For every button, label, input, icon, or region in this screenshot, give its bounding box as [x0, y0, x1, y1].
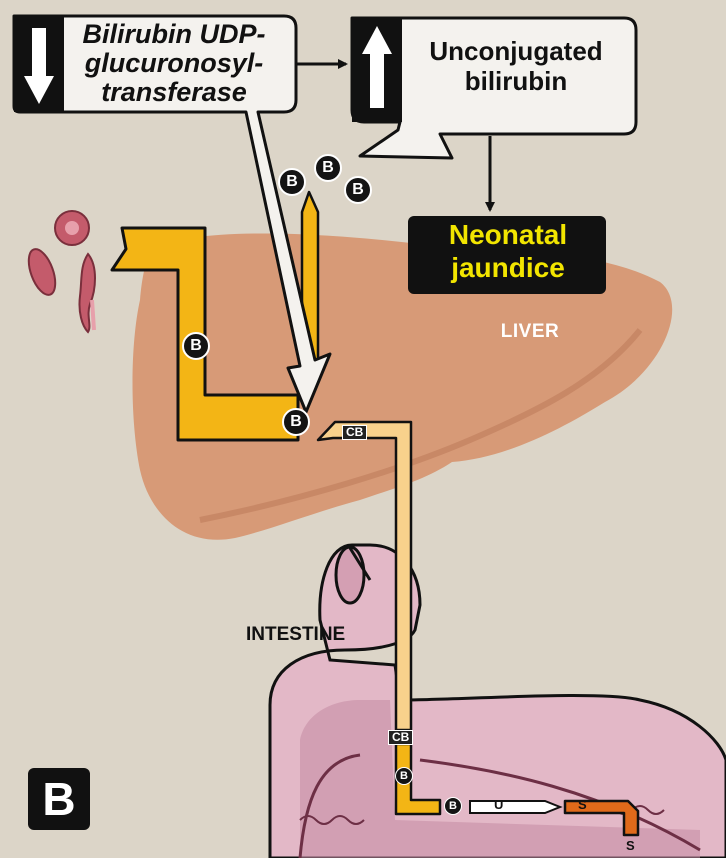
bilirubin-label-line1: Unconjugated: [400, 36, 632, 66]
bilirubin-marker: B: [314, 154, 342, 182]
liver-label: LIVER: [470, 321, 590, 343]
intestine-label: INTESTINE: [246, 624, 345, 646]
enzyme-label-line1: Bilirubin UDP-: [66, 20, 282, 49]
bilirubin-marker: B: [278, 168, 306, 196]
stercobilin-tag: S: [578, 797, 587, 812]
bilirubin-marker: B: [182, 332, 210, 360]
urobilinogen-tag: U: [494, 797, 503, 812]
enzyme-label-line3: transferase: [66, 78, 282, 107]
jaundice-label-line2: jaundice: [410, 251, 606, 284]
stercobilin-tag: S: [626, 838, 635, 853]
panel-letter: B: [28, 768, 90, 830]
enzyme-label-line2: glucuronosyl-: [66, 49, 282, 78]
enzyme-label: Bilirubin UDP- glucuronosyl- transferase: [66, 20, 282, 107]
urobilinogen-pathway: [470, 801, 560, 813]
bilirubin-marker: B: [344, 176, 372, 204]
bilirubin-label: Unconjugated bilirubin: [400, 36, 632, 96]
conjugated-bilirubin-tag: CB: [342, 425, 367, 440]
bilirubin-marker: B: [395, 767, 413, 785]
conjugated-bilirubin-tag: CB: [388, 730, 413, 745]
jaundice-label: Neonatal jaundice: [410, 218, 606, 284]
jaundice-label-line1: Neonatal: [410, 218, 606, 251]
bilirubin-marker: B: [444, 797, 462, 815]
bilirubin-marker: B: [282, 408, 310, 436]
bilirubin-label-line2: bilirubin: [400, 66, 632, 96]
